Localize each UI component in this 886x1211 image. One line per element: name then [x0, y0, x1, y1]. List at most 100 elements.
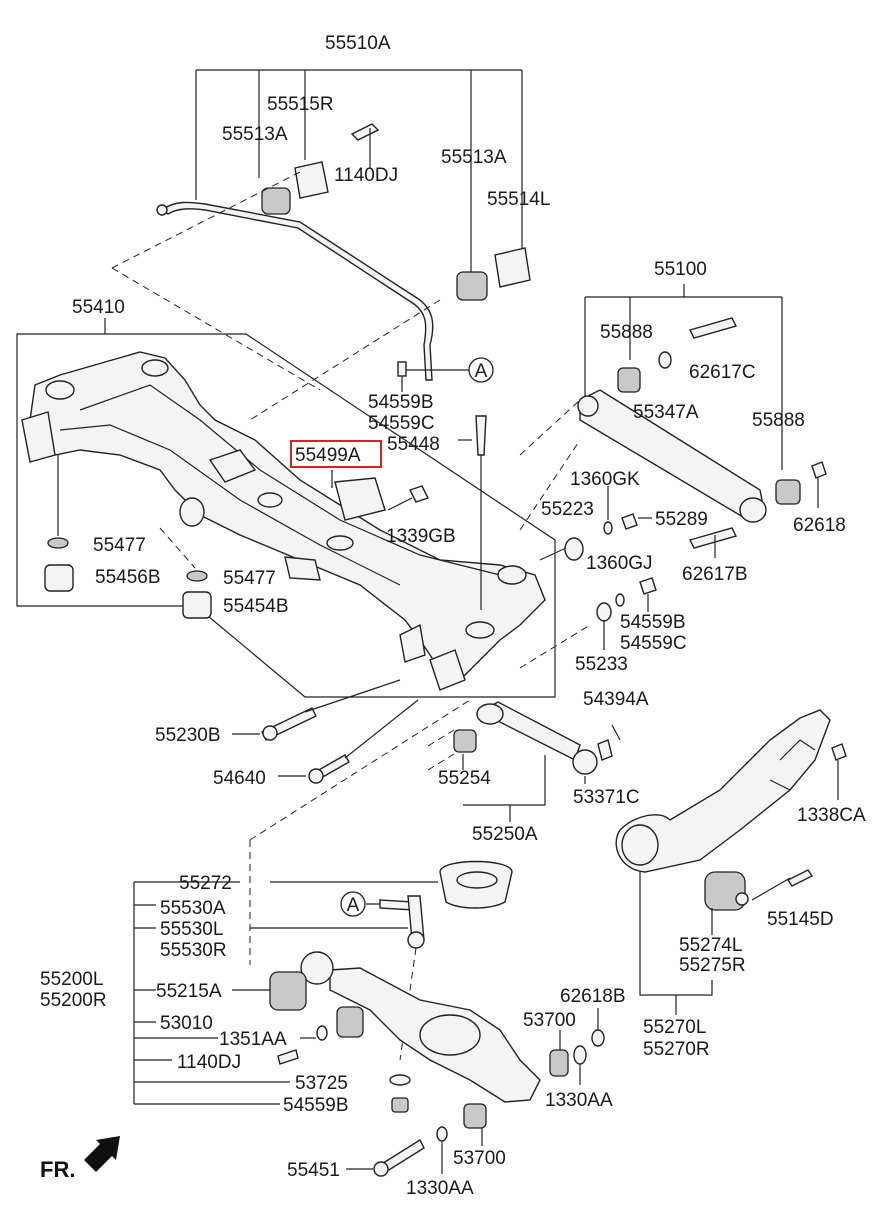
- label-55233: 55233: [575, 654, 628, 675]
- label-55410: 55410: [72, 297, 125, 318]
- washer-1351aa: [316, 1025, 328, 1041]
- label-55451: 55451: [287, 1160, 340, 1181]
- washer-1330aa-1: [573, 1045, 587, 1065]
- mount-hole-2: [141, 359, 169, 377]
- stabilizer-bushing-right: [456, 271, 488, 301]
- mount-hole-7: [179, 497, 205, 527]
- label-55145d: 55145D: [767, 909, 834, 930]
- label-55289: 55289: [655, 509, 708, 530]
- stabilizer-bar-end: [156, 204, 168, 216]
- bushing-55456b: [44, 564, 74, 592]
- washer-55223: [564, 537, 584, 561]
- bushing-53700-2: [463, 1103, 487, 1129]
- crossmember-bracket: [208, 449, 257, 483]
- label-55200r: 55200R: [40, 990, 107, 1011]
- bushing-53700-1: [549, 1049, 569, 1077]
- label-1360gk: 1360GK: [570, 469, 640, 490]
- assist-link-group: [427, 701, 621, 822]
- crossmember-bracket-2: [399, 623, 426, 663]
- assist-link-eye: [476, 703, 504, 725]
- label-55200l: 55200L: [40, 969, 103, 990]
- stabilizer-bracket-right: [494, 247, 531, 288]
- label-55477-2: 55477: [223, 568, 276, 589]
- bolt-head-55451: [373, 1161, 389, 1177]
- link-nut: [397, 361, 407, 377]
- label-55530a: 55530A: [160, 898, 226, 919]
- label-55499a: 55499A: [295, 445, 361, 466]
- nut-54559b-mid: [639, 577, 657, 595]
- label-1330aa-2: 1330AA: [406, 1178, 474, 1199]
- label-55515r: 55515R: [267, 94, 334, 115]
- label-62617c: 62617C: [689, 362, 756, 383]
- stabilizer-bar-group: [111, 69, 531, 421]
- callout-a-bottom: A: [340, 891, 366, 917]
- bolt-55448: [475, 415, 487, 456]
- label-53725: 53725: [295, 1073, 348, 1094]
- nut-55289: [621, 513, 638, 530]
- label-55275r: 55275R: [679, 955, 746, 976]
- spring-pad-hole: [456, 871, 498, 889]
- washer-55477-2: [186, 570, 208, 582]
- crossmember-pin: [284, 556, 321, 581]
- label-55530l: 55530L: [160, 919, 223, 940]
- ball-joint-53371c: [572, 749, 598, 775]
- mount-hole-4: [465, 621, 495, 639]
- bushing-55888-1: [617, 367, 641, 393]
- arm-end-outer: [739, 497, 767, 523]
- stabilizer-bushing-left: [261, 187, 291, 215]
- front-label: FR.: [40, 1157, 75, 1182]
- crossmember-end-bracket: [21, 411, 56, 463]
- label-54559b-mid: 54559B: [620, 612, 686, 633]
- label-55477-1: 55477: [93, 535, 146, 556]
- bolt-62617c: [688, 317, 738, 339]
- label-53700-1: 53700: [523, 1010, 576, 1031]
- nut-62618b: [591, 1029, 605, 1047]
- bushing-inner: [735, 892, 749, 906]
- washer-55233: [596, 602, 612, 622]
- label-55250a: 55250A: [472, 824, 538, 845]
- mount-hole-3: [497, 565, 527, 585]
- nut-62618: [811, 461, 827, 479]
- bolt-head-54640: [308, 768, 324, 784]
- label-55888-2: 55888: [752, 410, 805, 431]
- label-54559b-bottom: 54559B: [283, 1095, 349, 1116]
- bolt-62617b: [688, 527, 738, 549]
- label-62618b: 62618B: [560, 986, 626, 1007]
- bushing-55274l: [704, 871, 746, 911]
- bolt-1140dj-top: [350, 123, 380, 141]
- part-labels: 55510A 55515R 55513A 1140DJ 55513A 55514…: [40, 33, 866, 1199]
- crossmember-bracket-3: [429, 649, 466, 691]
- label-53700-2: 53700: [453, 1148, 506, 1169]
- label-55223: 55223: [541, 499, 594, 520]
- mount-hole-5: [326, 535, 354, 551]
- front-direction-indicator: FR.: [40, 1136, 120, 1182]
- mount-hole-6: [257, 492, 283, 508]
- lower-arm-spring-seat: [419, 1014, 481, 1056]
- label-1360gj: 1360GJ: [586, 553, 653, 574]
- arm-end-inner: [577, 395, 599, 417]
- label-55270r: 55270R: [643, 1039, 710, 1060]
- label-55454b: 55454B: [223, 596, 289, 617]
- label-54640: 54640: [213, 768, 266, 789]
- lower-arm-group: [133, 699, 605, 1177]
- label-1140dj-bottom: 1140DJ: [177, 1052, 241, 1073]
- label-54559c-top: 54559C: [368, 413, 435, 434]
- label-1338ca: 1338CA: [797, 805, 866, 826]
- label-55270l: 55270L: [643, 1017, 706, 1038]
- bushing-55888-2: [775, 479, 801, 505]
- bushing-53010: [336, 1006, 364, 1038]
- label-55230b: 55230B: [155, 725, 221, 746]
- trailing-arm: [615, 709, 831, 873]
- washer-55347a: [658, 351, 672, 369]
- trailing-arm-group: [615, 709, 847, 1015]
- label-55448: 55448: [387, 434, 440, 455]
- stabilizer-bracket-left: [294, 161, 329, 199]
- washer-1360gj: [615, 593, 625, 607]
- highlight-box-55499a: [290, 440, 382, 468]
- label-55510a: 55510A: [325, 33, 391, 54]
- front-arrow-icon: [84, 1136, 120, 1172]
- label-1140dj-top: 1140DJ: [334, 165, 398, 186]
- label-55513a-2: 55513A: [441, 147, 507, 168]
- callout-a-label-top: A: [475, 361, 488, 382]
